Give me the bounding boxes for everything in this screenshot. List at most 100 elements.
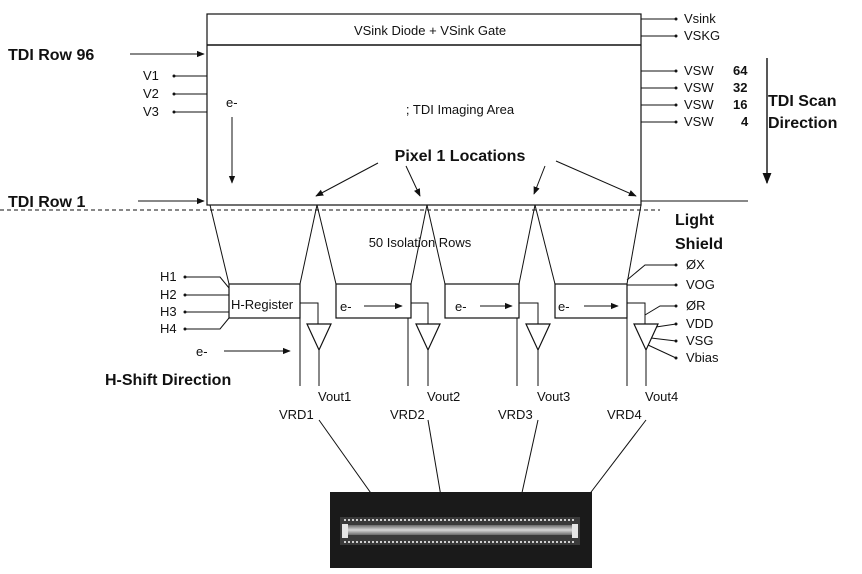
- chip-pad-right: [572, 524, 578, 538]
- h-register-label: H-Register: [231, 297, 294, 312]
- vsink-dot: [674, 17, 678, 21]
- h3-label: H3: [160, 304, 177, 319]
- vrd3-label: VRD3: [498, 407, 533, 422]
- h1-dot: [183, 275, 187, 279]
- funnel-4b: [626, 204, 642, 285]
- funnel-3a: [426, 204, 446, 285]
- pixel-arrow-1: [315, 162, 379, 197]
- vsg-label: VSG: [686, 333, 713, 348]
- register-electron-3: e-: [455, 299, 467, 314]
- vrd1-label: VRD1: [279, 407, 314, 422]
- h-clock-inputs: H1 H2 H3 H4: [160, 269, 230, 336]
- vout1-label: Vout1: [318, 389, 351, 404]
- ox-wire: [626, 264, 676, 281]
- tdi-row-1-label: TDI Row 1: [8, 194, 85, 211]
- output-labels: Vout1 VRD1 Vout2 VRD2 Vout3 VRD3 Vout4 V…: [279, 389, 678, 422]
- v3-dot: [172, 110, 176, 114]
- amp3-wire-in: [519, 302, 539, 324]
- v3-label: V3: [143, 104, 159, 119]
- vsw-pin-group: VSW 64 VSW 32 VSW 16 VSW 4: [641, 63, 749, 129]
- h-shift-electron: e-: [196, 344, 208, 359]
- pixel-arrow-4: [555, 160, 637, 197]
- vrd2-label: VRD2: [390, 407, 425, 422]
- funnel-2a: [316, 204, 337, 285]
- tdi-scan-label-line1: TDI Scan: [768, 93, 836, 110]
- h2-dot: [183, 293, 187, 297]
- vdd-wire: [655, 323, 677, 328]
- h4-wire: [185, 317, 230, 330]
- amp4-wire-in: [627, 302, 646, 324]
- vsw-dot-2: [674, 86, 678, 90]
- output-amplifiers: [299, 302, 659, 386]
- vrd4-label: VRD4: [607, 407, 642, 422]
- vdd-dot: [674, 322, 678, 326]
- chip-pad-left: [342, 524, 348, 538]
- h-register-segment-4: [554, 283, 628, 319]
- pixel-arrow-2: [405, 165, 421, 197]
- h1-label: H1: [160, 269, 177, 284]
- vbias-label: Vbias: [686, 350, 719, 365]
- vsw-count-2: 32: [733, 80, 747, 95]
- vdd-label: VDD: [686, 316, 713, 331]
- v1-label: V1: [143, 68, 159, 83]
- funnel-3b: [518, 204, 536, 285]
- funnel-2b: [410, 204, 428, 285]
- isolation-rows-label: 50 Isolation Rows: [369, 235, 472, 250]
- vbias-dot: [674, 356, 678, 360]
- vsw-count-4: 4: [741, 114, 749, 129]
- imaging-area-box: [206, 13, 642, 206]
- register-electron-2: e-: [340, 299, 352, 314]
- vsw-dot-1: [674, 69, 678, 73]
- amp4-triangle: [633, 323, 659, 352]
- amp1-triangle: [306, 323, 332, 352]
- h-register-segment-1: [228, 283, 301, 319]
- vsw-dot-4: [674, 120, 678, 124]
- tdi-scan-label-line2: Direction: [768, 115, 837, 132]
- v2-dot: [172, 92, 176, 96]
- vsw-label-2: VSW: [684, 80, 714, 95]
- amp3-triangle: [525, 323, 551, 352]
- amp1-wire-in: [300, 302, 319, 324]
- h-register-segment-3: [444, 283, 520, 319]
- imaging-electron-label: e-: [226, 95, 238, 110]
- vog-dot: [674, 283, 678, 287]
- ox-dot: [674, 263, 678, 267]
- light-shield-label-line1: Light: [675, 212, 715, 229]
- tdi-row-96-label: TDI Row 96: [8, 47, 94, 64]
- light-shield-label-line2: Shield: [675, 236, 723, 253]
- pixel-arrow-3: [533, 165, 546, 195]
- h-shift-label: H-Shift Direction: [105, 372, 231, 389]
- h2-label: H2: [160, 287, 177, 302]
- amp2-triangle: [415, 323, 441, 352]
- vout4-label: Vout4: [645, 389, 678, 404]
- funnel-4a: [534, 204, 556, 285]
- vsw-label-1: VSW: [684, 63, 714, 78]
- output-signal-pins: ØX VOG ØR VDD VSG Vbias: [626, 257, 719, 365]
- vsw-label-3: VSW: [684, 97, 714, 112]
- funnel-1: [209, 204, 230, 285]
- or-label: ØR: [686, 298, 706, 313]
- vsw-count-1: 64: [733, 63, 748, 78]
- vsg-wire: [650, 337, 677, 342]
- vsw-dot-3: [674, 103, 678, 107]
- vsw-count-3: 16: [733, 97, 747, 112]
- sink-label: VSink Diode + VSink Gate: [354, 23, 506, 38]
- vskg-dot: [674, 34, 678, 38]
- chip-active-strip: [346, 525, 574, 535]
- leader-4: [584, 419, 647, 501]
- vsw-label-4: VSW: [684, 114, 714, 129]
- pixel-locations-label: Pixel 1 Locations: [395, 148, 526, 165]
- isolation-funnels: [209, 204, 642, 285]
- register-electron-4: e-: [558, 299, 570, 314]
- h3-dot: [183, 310, 187, 314]
- h4-dot: [183, 327, 187, 331]
- vskg-label: VSKG: [684, 28, 720, 43]
- sensor-chip-photo: [330, 492, 592, 568]
- vsg-dot: [674, 339, 678, 343]
- funnel-1b: [299, 204, 318, 285]
- amp2-wire-in: [411, 302, 429, 324]
- ox-label: ØX: [686, 257, 705, 272]
- vsink-label: Vsink: [684, 11, 716, 26]
- h4-label: H4: [160, 321, 177, 336]
